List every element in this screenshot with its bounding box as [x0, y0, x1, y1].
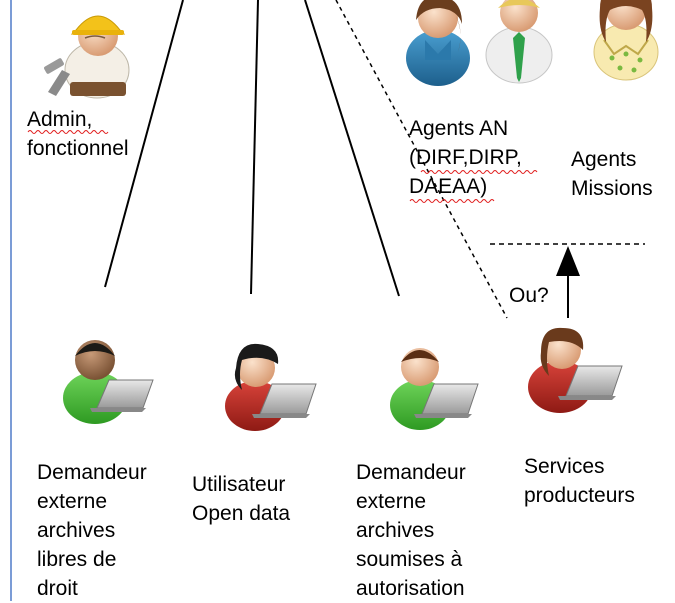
agents-an-label-line3: DAEAA)	[409, 175, 488, 198]
user-laptop-icon	[63, 340, 154, 424]
connector-open-data	[250, 0, 259, 295]
admin-label-line2: fonctionnel	[27, 137, 129, 160]
agents-an-label-line2: (DIRF,DIRP,	[409, 146, 522, 169]
connector-libres	[104, 0, 184, 288]
agents-an-label-line1: Agents AN	[409, 117, 509, 140]
man-tie-icon	[485, 0, 553, 84]
admin-label-line1: Admin,	[27, 108, 93, 131]
demandeur-soumises-label: Demandeur externe archives soumises à au…	[356, 461, 466, 600]
woman-yellow-icon	[593, 0, 659, 81]
utilisateur-open-data-label: Utilisateur Open data	[192, 473, 291, 525]
spellcheck-daeaa	[409, 199, 495, 203]
woman-blue-icon	[406, 0, 470, 86]
connector-soumises	[304, 0, 400, 297]
ou-label: Ou?	[509, 284, 549, 307]
demandeur-libres-label: Demandeur externe archives libres de dro…	[37, 461, 147, 600]
spellcheck-dirf	[420, 170, 538, 174]
user-laptop-icon	[528, 327, 623, 413]
spellcheck-admin	[27, 130, 109, 134]
user-laptop-icon	[390, 348, 479, 430]
worker-hardhat-icon	[44, 15, 130, 99]
agents-missions-label-line1: Agents	[571, 148, 637, 171]
user-laptop-icon	[225, 343, 317, 431]
services-producteurs-label: Services producteurs	[524, 455, 635, 507]
arrow-head	[556, 246, 580, 276]
agents-missions-label-line2: Missions	[571, 177, 653, 200]
